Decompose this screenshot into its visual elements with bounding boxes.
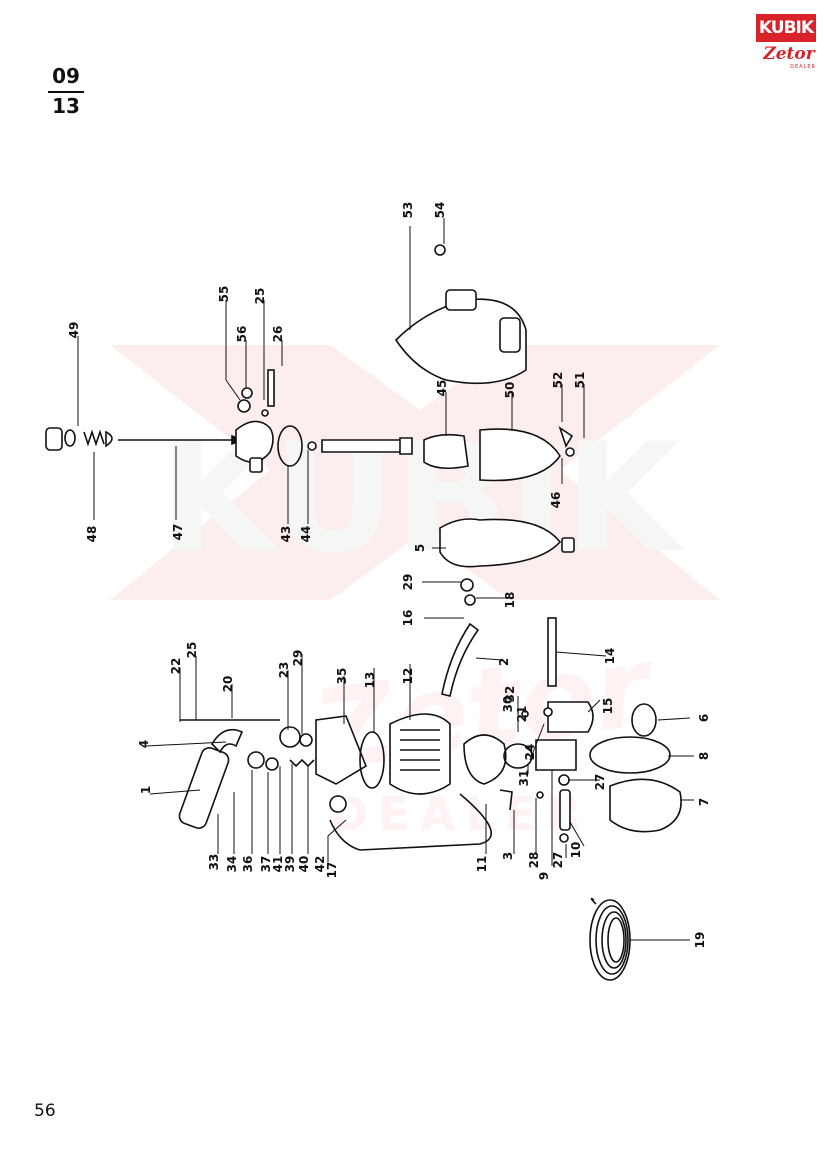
callout-21: 21 — [515, 706, 529, 723]
callout-27: 27 — [551, 852, 565, 869]
callout-48: 48 — [85, 526, 99, 543]
callout-22: 22 — [169, 658, 183, 675]
callout-40: 40 — [297, 856, 311, 873]
callout-20: 20 — [221, 676, 235, 693]
section-divider — [48, 91, 84, 93]
callout-25: 25 — [253, 288, 267, 305]
callout-10: 10 — [569, 842, 583, 859]
callout-49: 49 — [67, 322, 81, 339]
callout-8: 8 — [697, 752, 711, 760]
callout-23: 23 — [277, 662, 291, 679]
callout-54: 54 — [433, 202, 447, 219]
callout-31: 31 — [517, 770, 531, 787]
callout-9: 9 — [537, 872, 551, 880]
callout-47: 47 — [171, 524, 185, 541]
callout-24: 24 — [523, 744, 537, 761]
callout-33: 33 — [207, 854, 221, 871]
callout-2: 2 — [497, 658, 511, 666]
callout-56: 56 — [235, 326, 249, 343]
logo-sub-text: Zetor — [763, 44, 815, 64]
callout-11: 11 — [475, 856, 489, 873]
callout-14: 14 — [603, 648, 617, 665]
callout-30: 30 — [501, 696, 515, 713]
section-number-top: 09 — [52, 64, 80, 88]
callout-51: 51 — [573, 372, 587, 389]
callout-16: 16 — [401, 610, 415, 627]
callout-42: 42 — [313, 856, 327, 873]
callout-55: 55 — [217, 286, 231, 303]
callout-41: 41 — [271, 856, 285, 873]
callout-45: 45 — [435, 380, 449, 397]
callout-43: 43 — [279, 526, 293, 543]
callout-3: 3 — [501, 852, 515, 860]
upper-valve-assembly — [45, 369, 575, 482]
callout-46: 46 — [549, 492, 563, 509]
callout-12: 12 — [401, 668, 415, 685]
callout-34: 34 — [225, 856, 239, 873]
callout-32: 32 — [503, 686, 517, 703]
callout-17: 17 — [325, 862, 339, 879]
logo-brand-text: KUBIK — [758, 18, 814, 38]
callout-27: 27 — [593, 774, 607, 791]
callout-4: 4 — [137, 740, 151, 748]
callout-29: 29 — [291, 650, 305, 667]
hose-coil — [589, 897, 631, 981]
callout-29: 29 — [401, 574, 415, 591]
callout-6: 6 — [697, 714, 711, 722]
callout-36: 36 — [241, 856, 255, 873]
callout-19: 19 — [693, 932, 707, 949]
distributor-assembly — [394, 244, 527, 385]
page-number: 56 — [34, 1101, 56, 1121]
callout-44: 44 — [299, 526, 313, 543]
logo-brand-box: KUBIK — [756, 14, 816, 42]
callout-1: 1 — [139, 786, 153, 794]
callout-18: 18 — [503, 592, 517, 609]
lower-assembly — [178, 701, 682, 851]
callout-37: 37 — [259, 856, 273, 873]
callout-52: 52 — [551, 372, 565, 389]
section-number-bottom: 13 — [52, 94, 80, 118]
callout-39: 39 — [283, 856, 297, 873]
kubik-zetor-logo: KUBIK Zetor DEALER — [756, 14, 816, 76]
callout-5: 5 — [413, 544, 427, 552]
callout-53: 53 — [401, 202, 415, 219]
leader-lines — [77, 218, 694, 941]
callout-35: 35 — [335, 668, 349, 685]
callout-50: 50 — [503, 382, 517, 399]
callout-28: 28 — [527, 852, 541, 869]
logo-dealer-text: DEALER — [790, 64, 816, 70]
callout-26: 26 — [271, 326, 285, 343]
pump-housing — [439, 518, 575, 697]
callout-7: 7 — [697, 798, 711, 806]
callout-13: 13 — [363, 672, 377, 689]
callout-15: 15 — [601, 698, 615, 715]
callout-25: 25 — [185, 642, 199, 659]
